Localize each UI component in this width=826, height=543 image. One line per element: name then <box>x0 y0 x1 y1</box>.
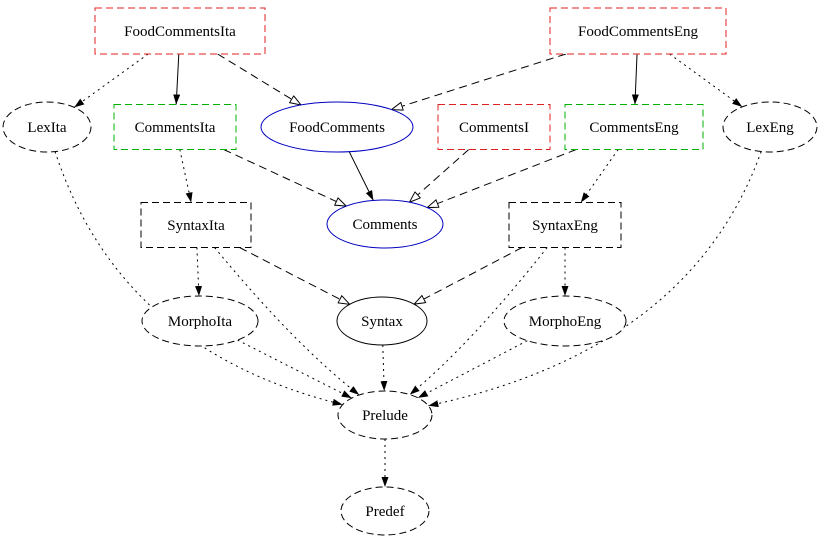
node-ellipse <box>2 101 92 153</box>
edge-FoodCommentsEng-FoodComments <box>392 53 567 110</box>
edge-FoodCommentsIta-CommentsIta <box>173 53 181 105</box>
node-ellipse <box>336 296 428 346</box>
edge-CommentsIta-Comments <box>223 149 347 207</box>
node-box <box>140 202 252 248</box>
node-FoodCommentsIta: FoodCommentsIta <box>94 7 266 55</box>
node-Prelude: Prelude <box>337 390 433 440</box>
node-label: SyntaxIta <box>167 218 225 234</box>
node-MorphoIta: MorphoIta <box>141 295 259 347</box>
node-label: Prelude <box>362 408 408 424</box>
node-label: LexEng <box>746 120 794 136</box>
node-FoodComments: FoodComments <box>260 101 414 153</box>
node-label: CommentsIta <box>135 120 216 136</box>
node-box <box>113 104 237 150</box>
node-LexIta: LexIta <box>2 101 92 153</box>
node-box <box>94 7 266 55</box>
node-label: CommentsI <box>459 120 529 136</box>
node-LexEng: LexEng <box>722 101 818 153</box>
node-FoodCommentsEng: FoodCommentsEng <box>549 7 727 55</box>
edge-MorphoIta-Prelude <box>237 339 352 399</box>
node-ellipse <box>326 199 444 249</box>
edge-CommentsI-Comments <box>409 149 470 203</box>
node-label: Syntax <box>361 314 403 330</box>
node-box <box>508 202 622 248</box>
node-ellipse <box>340 486 430 536</box>
node-label: FoodCommentsIta <box>124 24 236 40</box>
node-box <box>564 104 704 150</box>
node-SyntaxIta: SyntaxIta <box>140 202 252 248</box>
node-label: Comments <box>352 217 417 233</box>
node-label: FoodComments <box>289 120 385 136</box>
edge-FoodCommentsIta-FoodComments <box>217 53 301 105</box>
node-label: LexIta <box>27 120 66 136</box>
node-ellipse <box>337 390 433 440</box>
edge-FoodCommentsIta-LexIta <box>73 53 149 108</box>
node-ellipse <box>141 295 259 347</box>
edge-LexEng-Prelude <box>428 151 762 408</box>
edge-CommentsEng-Comments <box>427 149 577 208</box>
edge-MorphoEng-Prelude <box>417 340 528 399</box>
edge-FoodCommentsEng-LexEng <box>669 53 743 108</box>
node-Syntax: Syntax <box>336 296 428 346</box>
node-label: CommentsEng <box>589 120 679 136</box>
node-ellipse <box>260 101 414 153</box>
edge-SyntaxIta-Prelude <box>214 247 360 396</box>
node-Comments: Comments <box>326 199 444 249</box>
edge-FoodComments-Comments <box>348 151 374 201</box>
edge-Syntax-Prelude <box>380 344 388 392</box>
edge-SyntaxEng-Syntax <box>414 247 523 305</box>
node-MorphoEng: MorphoEng <box>503 295 627 347</box>
edge-SyntaxIta-MorphoIta <box>195 247 203 297</box>
node-box <box>549 7 727 55</box>
node-ellipse <box>722 101 818 153</box>
node-label: Predef <box>365 504 404 520</box>
node-label: MorphoEng <box>529 314 602 330</box>
edge-SyntaxIta-Syntax <box>239 247 350 305</box>
node-CommentsI: CommentsI <box>437 104 551 150</box>
edge-layer <box>54 53 762 487</box>
edge-CommentsEng-SyntaxEng <box>580 149 619 203</box>
node-SyntaxEng: SyntaxEng <box>508 202 622 248</box>
node-label: SyntaxEng <box>532 218 598 234</box>
edge-SyntaxEng-Prelude <box>409 247 548 395</box>
edge-FoodCommentsEng-CommentsEng <box>631 53 639 105</box>
node-ellipse <box>503 295 627 347</box>
node-label: MorphoIta <box>168 314 232 330</box>
node-CommentsIta: CommentsIta <box>113 104 237 150</box>
node-CommentsEng: CommentsEng <box>564 104 704 150</box>
node-label: FoodCommentsEng <box>578 24 699 40</box>
edge-CommentsIta-SyntaxIta <box>179 149 193 203</box>
edge-LexIta-Prelude <box>54 151 343 406</box>
node-box <box>437 104 551 150</box>
node-Predef: Predef <box>340 486 430 536</box>
